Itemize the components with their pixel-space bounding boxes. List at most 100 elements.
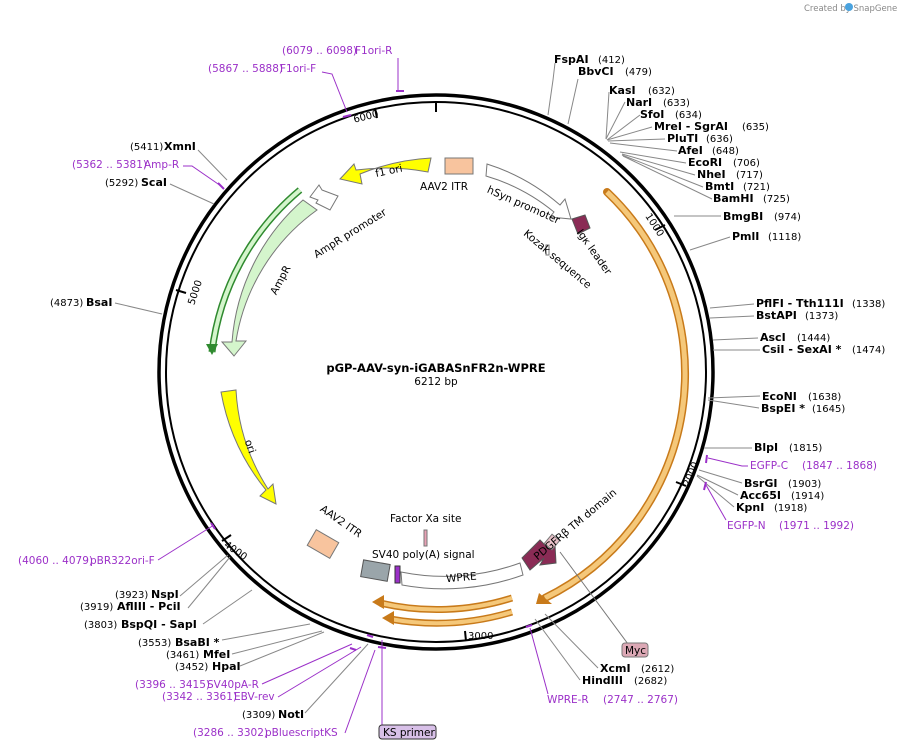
enzyme-position: (1918) (774, 503, 807, 514)
leader-sv40pa (261, 643, 353, 685)
enzyme-name: HpaI (212, 660, 241, 673)
primers: (6079 .. 6098) F1ori-R (5867 .. 5888) F1… (18, 45, 877, 739)
primer-egfp-c-arrow (705, 454, 708, 464)
enzyme-name: BspQI - SapI (121, 618, 197, 631)
enzyme-name: XcmI (600, 662, 631, 675)
leader-kpni (696, 475, 735, 508)
primer-range: (3396 .. 3415) (135, 679, 210, 691)
ampr-arc-fill (210, 188, 302, 353)
enzyme-position: (3803) (84, 620, 117, 631)
enzyme-name: ScaI (141, 176, 167, 189)
tick-label-5000: 5000 (187, 279, 205, 307)
primer-name: F1ori-F (280, 63, 316, 75)
enzyme-position: (2612) (641, 664, 674, 675)
leader-pflfi (709, 303, 755, 309)
enzyme-name: BspEI * (761, 402, 805, 415)
enzyme-name: PmlI (732, 230, 759, 243)
tick-6000 (374, 107, 378, 119)
primer-range: (1971 .. 1992) (779, 520, 854, 532)
myc-leader-line (559, 551, 629, 645)
tick-1000 (654, 224, 666, 231)
leader-bstapi (709, 315, 755, 319)
enzyme-name: FspAI (554, 53, 589, 66)
enzyme-name: NotI (278, 708, 304, 721)
tick-label-2000: 2000 (682, 461, 702, 489)
enzyme-name: CsiI - SexAI * (762, 343, 842, 356)
enzyme-position: (706) (733, 158, 760, 169)
enzyme-position: (3553) (138, 638, 171, 649)
pdgfrb-feature (521, 539, 557, 571)
primer-name: pBluescriptKS (265, 727, 338, 739)
enzyme-name: AscI (760, 331, 786, 344)
primer-range: (5867 .. 5888) (208, 63, 283, 75)
f1-ori-label: f1 ori (374, 163, 403, 180)
enzyme-name: KasI (609, 84, 636, 97)
leader-scai (169, 183, 215, 205)
enzyme-position: (1815) (789, 443, 822, 454)
factor-xa-label: Factor Xa site (390, 513, 461, 525)
primer-name: SV40pA-R (207, 679, 259, 691)
enzyme-name: EcoNI (762, 390, 797, 403)
orf-arc-bottom-1-arrowhead (372, 595, 384, 609)
enzyme-name: MfeI (203, 648, 230, 661)
leader-bbvci (567, 78, 579, 125)
primer-leader-lines (157, 58, 748, 734)
leader-amp-r (183, 165, 222, 187)
enzyme-name: SfoI (640, 108, 664, 121)
enzyme-name: BstAPI (756, 309, 797, 322)
myc-label: Myc (625, 645, 646, 657)
enzyme-position: (974) (774, 212, 801, 223)
leader-sfoi (606, 114, 641, 141)
ks-primer-label: KS primer (383, 727, 435, 739)
factor-xa-marker (423, 529, 428, 547)
enzyme-name: HindIII (582, 674, 623, 687)
ampr-feature (220, 199, 318, 357)
enzyme-position: (648) (712, 146, 739, 157)
ori-label: ori (242, 438, 258, 455)
snapgene-logo-icon (845, 3, 853, 11)
sv40-polya-box (360, 559, 391, 582)
wpre-label: WPRE (446, 571, 478, 586)
backbone-outer-ring (157, 93, 715, 651)
pdgfrb-small-box (543, 533, 561, 551)
primer-range: (1847 .. 1868) (802, 460, 877, 472)
primer-f1ori-f-arrow (342, 114, 352, 118)
myc-box (621, 642, 649, 658)
leader-mfei (231, 630, 323, 655)
enzyme-name: BmgBI (723, 210, 763, 223)
primer-ebv-arrow (366, 634, 374, 638)
orf-arc-right-fill (543, 190, 688, 601)
aav2-itr-top-label: AAV2 ITR (420, 181, 468, 193)
enzyme-position: (2682) (634, 676, 667, 687)
leader-wpre-r (529, 627, 549, 695)
orf-arc-bottom-2-arrowhead (382, 611, 394, 625)
enzyme-name: EcoRI (688, 156, 722, 169)
enzyme-name: NspI (151, 588, 179, 601)
leader-econi (707, 395, 761, 399)
enzyme-position: (721) (743, 182, 770, 193)
orf-arc-right-arrowhead (536, 593, 552, 604)
tick-marks (175, 101, 687, 642)
ampr-promoter-label: AmpR promoter (312, 206, 390, 261)
leader-pbr322 (157, 524, 215, 561)
enzyme-position: (634) (675, 110, 702, 121)
leader-ecori (619, 151, 687, 164)
primer-range: (2747 .. 2767) (603, 694, 678, 706)
leader-xmni (197, 149, 228, 181)
igk-leader-feature (571, 214, 591, 235)
leader-acc65i (696, 474, 739, 496)
primer-range: (3342 .. 3361) (162, 691, 237, 703)
primer-name: EGFP-C (750, 460, 788, 472)
hsyn-promoter-feature (485, 163, 572, 220)
enzyme-name: AfeI (678, 144, 703, 157)
enzyme-leader-lines-right (534, 62, 761, 681)
ks-primer-box (378, 724, 437, 740)
primer-name: pBR322ori-F (90, 555, 155, 567)
enzyme-name: BsrGI (744, 477, 777, 490)
enzyme-position: (3452) (175, 662, 208, 673)
enzyme-name: BmtI (705, 180, 734, 193)
enzyme-name: KpnI (736, 501, 764, 514)
enzyme-name: XmnI (164, 140, 196, 153)
enzyme-name: NheI (697, 168, 726, 181)
enzyme-name: MreI - SgrAI (654, 120, 728, 133)
